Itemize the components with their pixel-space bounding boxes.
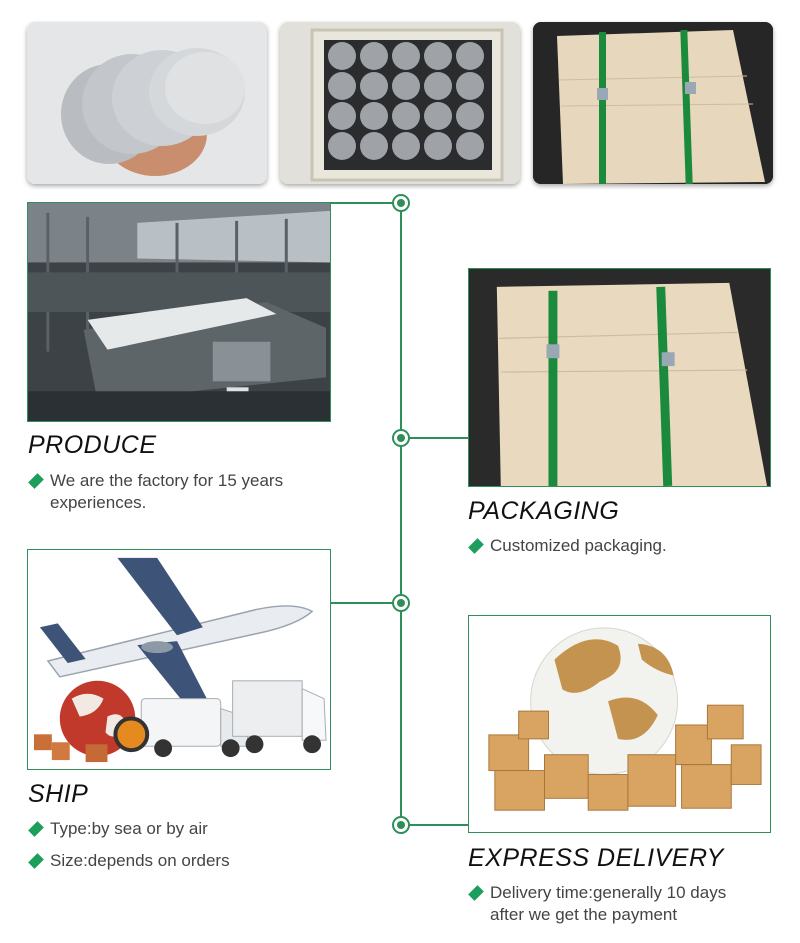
- produce-line: experiences.: [50, 493, 147, 512]
- photo-factory-looms: [27, 202, 331, 422]
- diamond-icon: [468, 885, 484, 901]
- timeline-line: [400, 202, 402, 824]
- express-line: after we get the payment: [490, 905, 678, 924]
- photo-metal-discs: [27, 22, 267, 184]
- ship-bullet-size: Size:depends on orders: [28, 850, 230, 872]
- produce-title: PRODUCE: [28, 431, 157, 459]
- timeline-dot-icon: [392, 429, 410, 447]
- diamond-icon: [28, 853, 44, 869]
- connector-produce: [331, 202, 401, 204]
- diamond-icon: [468, 538, 484, 554]
- connector-packaging: [401, 437, 468, 439]
- photo-globe-and-parcels: [468, 615, 771, 833]
- photo-plane-and-trucks: [27, 549, 331, 770]
- diamond-icon: [28, 473, 44, 489]
- packaging-description: Customized packaging.: [468, 535, 667, 557]
- packaging-line: Customized packaging.: [490, 536, 667, 555]
- ship-bullet-text: Type:by sea or by air: [50, 819, 208, 838]
- diamond-icon: [28, 821, 44, 837]
- ship-title: SHIP: [28, 780, 89, 808]
- produce-line: We are the factory for 15 years: [50, 471, 284, 490]
- timeline-dot-icon: [392, 816, 410, 834]
- timeline-dot-icon: [392, 594, 410, 612]
- express-description: Delivery time:generally 10 days after we…: [468, 882, 726, 926]
- timeline-dot-icon: [392, 194, 410, 212]
- produce-description: We are the factory for 15 years experien…: [28, 470, 283, 514]
- photo-packaging-crate: [468, 268, 771, 487]
- connector-ship: [331, 602, 401, 604]
- ship-bullet-type: Type:by sea or by air: [28, 818, 208, 840]
- photo-strapped-crate: [533, 22, 773, 184]
- packaging-title: PACKAGING: [468, 497, 620, 525]
- ship-bullet-text: Size:depends on orders: [50, 851, 230, 870]
- photo-boxed-discs: [280, 22, 520, 184]
- connector-express: [401, 824, 468, 826]
- express-title: EXPRESS DELIVERY: [468, 844, 724, 872]
- express-line: Delivery time:generally 10 days: [490, 883, 727, 902]
